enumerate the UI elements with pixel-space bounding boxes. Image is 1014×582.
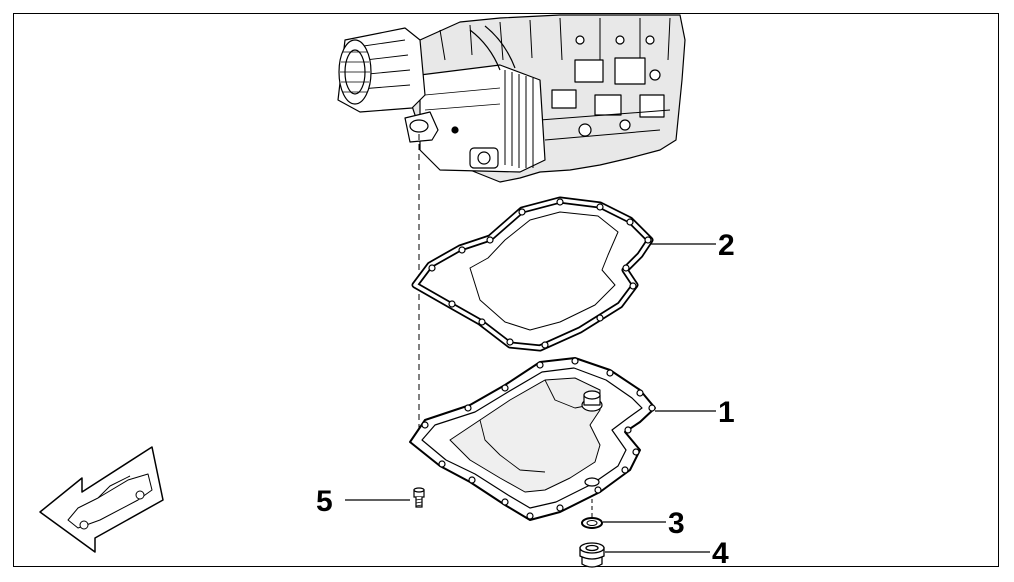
callout-5: 5 bbox=[316, 485, 333, 518]
callout-2: 2 bbox=[718, 229, 735, 262]
oil-pan-bolt bbox=[413, 487, 425, 508]
oil-pan bbox=[409, 357, 656, 521]
callout-1: 1 bbox=[718, 396, 735, 429]
callout-4: 4 bbox=[712, 537, 729, 570]
engine-block bbox=[337, 14, 686, 183]
diagram-frame bbox=[13, 13, 999, 567]
drain-plug bbox=[579, 542, 605, 568]
drain-plug-seal-ring bbox=[581, 517, 603, 529]
vehicle-direction-arrow-icon bbox=[39, 446, 164, 553]
leader-lines bbox=[345, 243, 716, 553]
oil-pan-gasket bbox=[411, 196, 654, 352]
callout-3: 3 bbox=[668, 507, 685, 540]
